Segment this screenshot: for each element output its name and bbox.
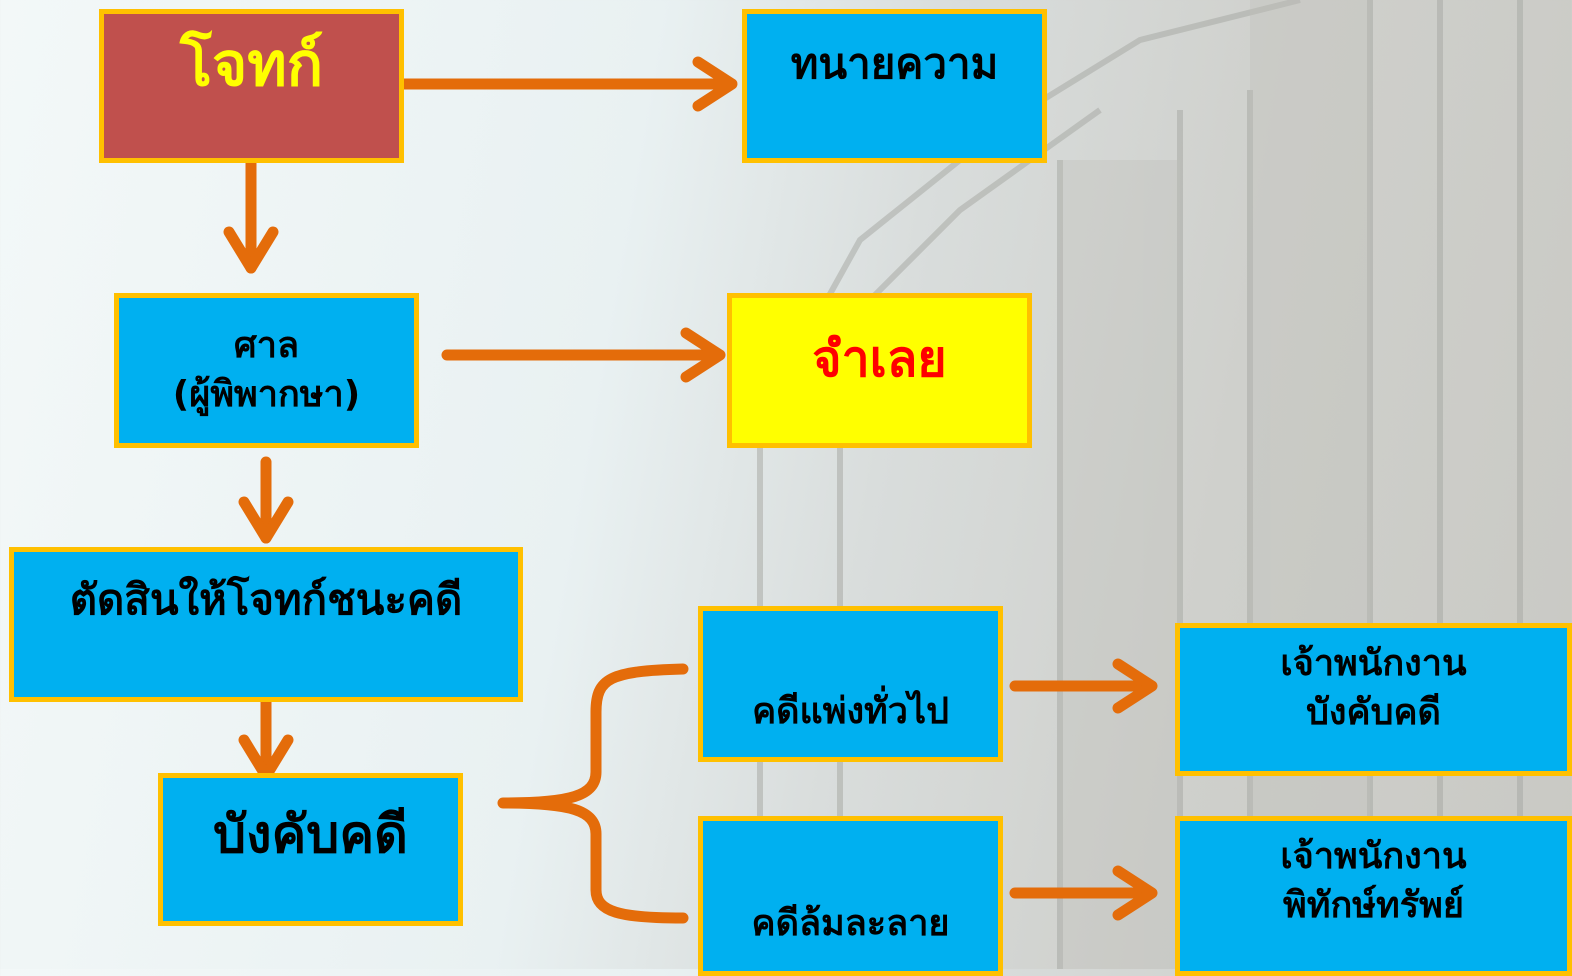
civil-case-label: คดีแพ่งทั่วไป [752,691,949,733]
judgment-box: ตัดสินให้โจทก์ชนะคดี [9,547,523,702]
enforcement-officer-sublabel: บังคับคดี [1306,691,1441,733]
bankruptcy-case-box: คดีล้มละลาย [698,816,1003,976]
arrowhead-bankruptcy-to-receiver [1112,865,1158,921]
enforcement-box: บังคับคดี [158,773,463,926]
arrowhead-court-to-defendant [680,327,726,383]
receiver-officer-sublabel: พิทักษ์ทรัพย์ [1283,884,1464,926]
lawyer-box: ทนายความ [742,9,1047,163]
receiver-officer-label: เจ้าพนักงาน [1280,836,1467,877]
arrowhead-court-to-judgment [238,496,294,544]
plaintiff-box: โจทก์ [99,9,404,163]
bankruptcy-case-label: คดีล้มละลาย [751,903,950,945]
enforcement-officer-label: เจ้าพนักงาน [1280,643,1467,684]
judgment-label: ตัดสินให้โจทก์ชนะคดี [69,575,463,624]
civil-case-box: คดีแพ่งทั่วไป [698,606,1003,762]
lawyer-label: ทนายความ [790,39,999,88]
court-sublabel: (ผู้พิพากษา) [172,373,361,415]
court-box: ศาล (ผู้พิพากษา) [114,293,419,448]
enforcement-label: บังคับคดี [213,805,408,865]
arrowhead-judgment-to-enforcement [238,734,294,782]
enforcement-officer-box: เจ้าพนักงาน บังคับคดี [1175,623,1572,776]
defendant-box: จำเลย [727,293,1032,448]
defendant-label: จำเลย [812,330,947,388]
arrowhead-civil-to-enforcement-officer [1112,658,1158,714]
plaintiff-label: โจทก์ [179,30,324,100]
arrowhead-plaintiff-to-lawyer [692,56,738,112]
receiver-officer-box: เจ้าพนักงาน พิทักษ์ทรัพย์ [1175,816,1572,976]
case-type-brace [497,663,689,924]
arrowhead-plaintiff-to-court [223,226,279,274]
court-label: ศาล [233,324,300,366]
